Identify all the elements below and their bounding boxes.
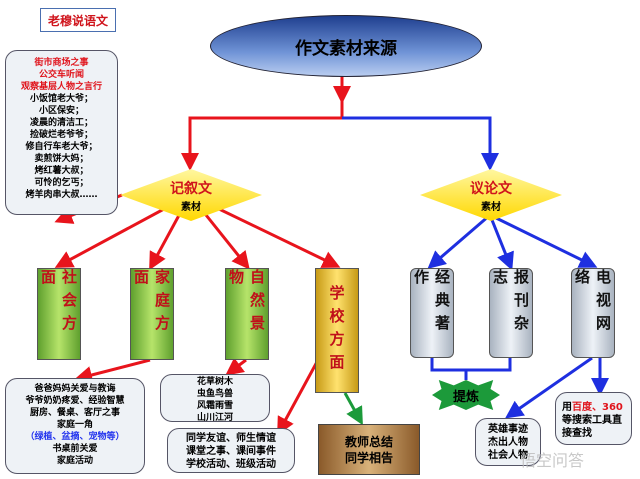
note-line: 山川江河 <box>196 413 233 423</box>
argument-label: 议论文 <box>470 180 512 197</box>
note-text-highlight: 百度、360 <box>572 402 623 413</box>
nature-note: 花草树木 虫鱼鸟兽 风霜雨雪 山川江河 <box>160 374 270 423</box>
note-line: 英雄事迹 <box>488 424 528 435</box>
narrative-sub: 素材 <box>181 201 201 213</box>
note-line: 捡破烂老爷爷； <box>29 130 93 140</box>
watermark: 悟空问答 <box>520 451 585 470</box>
note-text: 等搜索工具直接查找 <box>562 415 622 439</box>
note-line: 厨房、餐桌、客厅之事 <box>29 408 120 418</box>
school-node: 学校方面 <box>315 268 359 393</box>
refine-badge: 提炼 <box>432 380 500 410</box>
argument-node: 议论文素材 <box>420 169 562 221</box>
note-line: 街市商场之事 <box>34 58 89 68</box>
root-node-title: 作文素材来源 <box>210 15 482 77</box>
note-line: 烤羊肉串大叔…… <box>25 190 98 200</box>
note-line: 杰出人物 <box>488 437 528 448</box>
note-line: 公交车听闻 <box>38 70 84 80</box>
note-line: 虫鱼鸟兽 <box>196 389 233 399</box>
note-line: 爷爷奶奶疼爱、经验智慧 <box>25 396 125 406</box>
note-line: （绿植、盆摘、宠物等） <box>25 432 125 442</box>
family-node: 家庭方面 <box>130 268 174 360</box>
note-line: 教师总结 <box>344 434 393 449</box>
note-line: 修自行车老大爷； <box>25 142 98 152</box>
street-observation-note: 街市商场之事 公交车听闻 观察基层人物之言行 小饭馆老大爷； 小区保安； 凌晨的… <box>5 50 118 215</box>
periodicals-node: 报刊杂志 <box>489 268 533 358</box>
note-line: 观察基层人物之言行 <box>20 82 102 92</box>
note-line: 小区保安； <box>38 106 84 116</box>
note-line: 学校活动、班级活动 <box>186 459 276 470</box>
narrative-node: 记叙文素材 <box>120 169 262 221</box>
note-line: 家庭一角 <box>56 420 93 430</box>
note-line: 风霜雨雪 <box>196 401 233 411</box>
note-line: 同学相告 <box>344 450 393 465</box>
family-note: 爸爸妈妈关爱与教诲 爷爷奶奶疼爱、经验智慧 厨房、餐桌、客厅之事 家庭一角 （绿… <box>5 378 145 474</box>
author-tag: 老穆说语文 <box>40 8 116 32</box>
hero-note: 英雄事迹 杰出人物 社会人物 <box>475 418 541 466</box>
note-line: 同学友谊、师生情谊 <box>186 433 276 444</box>
school-note: 同学友谊、师生情谊 课堂之事、课间事件 学校活动、班级活动 <box>167 428 295 473</box>
note-line: 社会人物 <box>488 450 528 461</box>
note-line: 烤红薯大叔； <box>34 166 89 176</box>
narrative-label: 记叙文 <box>170 180 212 197</box>
note-line: 课堂之事、课间事件 <box>186 446 276 457</box>
nature-node: 自然景物 <box>225 268 269 360</box>
note-line: 花草树木 <box>196 377 233 387</box>
note-line: 家庭活动 <box>56 456 93 466</box>
note-line: 卖煎饼大妈； <box>34 154 89 164</box>
search-note: 用百度、360 等搜索工具直接查找 <box>555 392 632 445</box>
note-line: 书桌前关爱 <box>52 444 98 454</box>
teacher-summary-box: 教师总结 同学相告 <box>318 424 420 475</box>
tv-internet-node: 电视网络 <box>571 268 615 358</box>
society-node: 社会方面 <box>37 268 81 360</box>
argument-sub: 素材 <box>481 201 501 213</box>
note-line: 凌晨的清洁工； <box>29 118 93 128</box>
note-line: 爸爸妈妈关爱与教诲 <box>34 384 116 394</box>
note-text: 用 <box>562 402 572 413</box>
note-line: 小饭馆老大爷； <box>29 94 93 104</box>
classics-node: 经典著作 <box>410 268 454 358</box>
note-line: 可怜的乞丐； <box>34 178 89 188</box>
